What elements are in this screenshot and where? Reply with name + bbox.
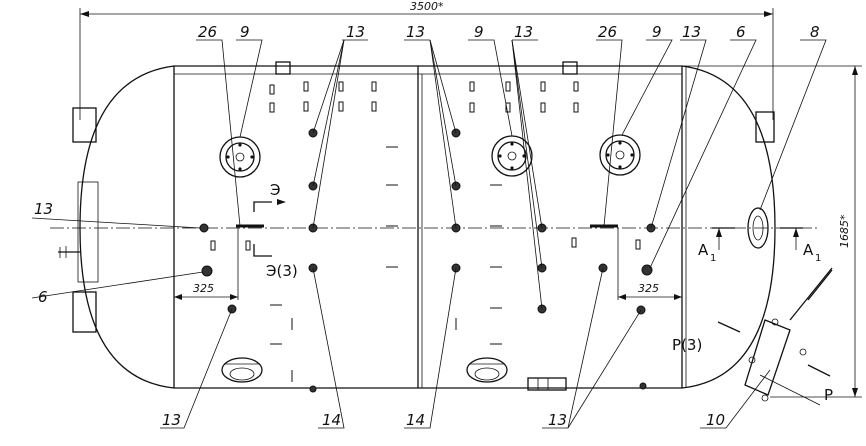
- callout-13-bottom-left: 13: [162, 411, 181, 429]
- slot-marks: [210, 81, 641, 382]
- offset-dimension-left: 325: [174, 228, 239, 300]
- callout-numbers: 26 9 13 13 9 13 26 9 13 6 8 13 6 13 14 1…: [34, 23, 820, 429]
- section-p-label: P: [824, 386, 833, 404]
- section-a1-right-label: A: [803, 241, 814, 259]
- callout-26-left: 26: [198, 23, 217, 41]
- callout-9-left: 9: [240, 23, 250, 41]
- section-a1-left-label: A: [698, 241, 709, 259]
- callout-14-mid: 14: [406, 411, 425, 429]
- hatch-cover-mid: [491, 135, 533, 177]
- callout-13-top-right: 13: [682, 23, 701, 41]
- section-e-marker: Э Э(3): [253, 181, 298, 280]
- tank-supports: [58, 61, 775, 391]
- section-e3-label: Э(3): [266, 262, 298, 280]
- hatch-cover-left: [219, 136, 261, 178]
- callout-9-mid: 9: [474, 23, 484, 41]
- callout-6-top-right: 6: [736, 23, 746, 41]
- tank-body: [79, 65, 776, 389]
- overall-length-dimension: 3500*: [79, 0, 774, 120]
- callout-6-left: 6: [38, 288, 48, 306]
- section-p-marker: P(3) P: [672, 321, 833, 406]
- bracket-assembly: [744, 267, 833, 402]
- callout-8: 8: [810, 23, 820, 41]
- section-p3-label: P(3): [672, 336, 702, 354]
- section-e-label: Э: [270, 181, 280, 199]
- section-a1-marker: A 1 A 1: [698, 227, 821, 264]
- callout-13-top-mid2: 13: [514, 23, 533, 41]
- callout-13-bottom-right: 13: [548, 411, 567, 429]
- section-a1-right-sub: 1: [815, 253, 821, 264]
- callout-13-top-left: 13: [346, 23, 365, 41]
- callout-14-left: 14: [322, 411, 341, 429]
- overall-height-label: 1685*: [838, 214, 851, 248]
- section-a1-left-sub: 1: [710, 253, 716, 264]
- leader-lines: [31, 39, 827, 429]
- callout-9-right: 9: [652, 23, 662, 41]
- overall-height-dimension: 1685*: [680, 65, 862, 398]
- hatch-cover-right: [599, 134, 641, 176]
- callout-10: 10: [706, 411, 725, 429]
- callout-26-right: 26: [598, 23, 617, 41]
- offset-right-label: 325: [638, 282, 659, 295]
- offset-dimension-right: 325: [617, 228, 682, 300]
- offset-left-label: 325: [193, 282, 214, 295]
- overall-length-label: 3500*: [410, 0, 444, 13]
- callout-13-top-mid: 13: [406, 23, 425, 41]
- side-flange: [747, 207, 769, 249]
- callout-13-left: 13: [34, 200, 53, 218]
- drain-valve-mid: [466, 357, 508, 383]
- fittings: [199, 128, 656, 393]
- drain-valve-left: [221, 357, 263, 383]
